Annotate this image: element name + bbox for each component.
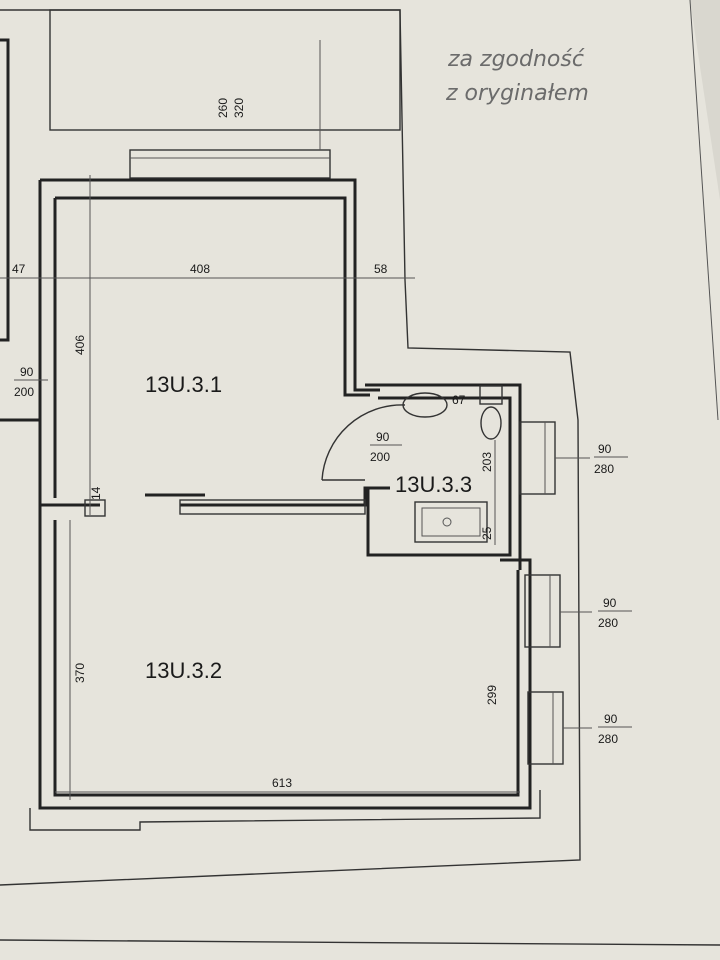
- sink-drain: [442, 517, 452, 527]
- room-2-wall-inner: [53, 520, 520, 797]
- window-1-height: 280: [594, 462, 614, 476]
- building-outline: [0, 9, 581, 886]
- room-2-outer-sill: [29, 790, 541, 831]
- dim-260: 260: [216, 98, 230, 118]
- room-2-wall-outer: [38, 520, 532, 810]
- window-2: [524, 574, 561, 648]
- left-wall-upper: [0, 38, 10, 342]
- room-label-13U-3-1: 13U.3.1: [145, 372, 222, 397]
- room-1-wall-inner: [55, 196, 370, 397]
- door-bath-width: 90: [376, 430, 390, 444]
- dim-320: 320: [232, 98, 246, 118]
- bath-wall-inner: [366, 396, 512, 557]
- door-bath-height: 200: [370, 450, 390, 464]
- window-3-width: 90: [604, 712, 618, 726]
- dim-47: 47: [12, 262, 26, 276]
- dim-299: 299: [485, 685, 499, 705]
- dim-67: 67: [452, 393, 466, 407]
- bath-sink-counter: [414, 501, 488, 543]
- top-window-frame: [49, 9, 401, 131]
- toilet-tank: [479, 385, 503, 405]
- top-window-sill: [129, 149, 331, 179]
- partition-wall: [180, 486, 390, 507]
- wall-pier: [84, 499, 106, 517]
- room-1-left-wall: [38, 180, 100, 507]
- bottom-edge-line: [0, 939, 720, 946]
- bath-wall-outer: [365, 383, 522, 570]
- window-2-height: 280: [598, 616, 618, 630]
- window-3-height: 280: [598, 732, 618, 746]
- stamp-line-1: za zgodność: [447, 47, 585, 72]
- room-label-13U-3-3: 13U.3.3: [395, 472, 472, 497]
- paper-edge: [689, 0, 719, 421]
- dim-370: 370: [73, 663, 87, 683]
- bath-door-swing: [321, 404, 406, 481]
- door-left-width: 90: [20, 365, 34, 379]
- stamp-line-2: z oryginałem: [445, 81, 589, 106]
- dim-613: 613: [272, 776, 292, 790]
- dim-408: 408: [190, 262, 210, 276]
- window-2-width: 90: [603, 596, 617, 610]
- dim-58: 58: [374, 262, 388, 276]
- door-left-height: 200: [14, 385, 34, 399]
- dim-14: 14: [89, 486, 103, 500]
- room-1-wall-outer: [40, 178, 380, 392]
- toilet-bowl: [480, 406, 502, 440]
- dim-25: 25: [480, 526, 494, 540]
- dim-203: 203: [480, 452, 494, 472]
- window-1-width: 90: [598, 442, 612, 456]
- partition: [179, 499, 366, 515]
- room-label-13U-3-2: 13U.3.2: [145, 658, 222, 683]
- dim-406: 406: [73, 335, 87, 355]
- sink-basin: [421, 507, 481, 537]
